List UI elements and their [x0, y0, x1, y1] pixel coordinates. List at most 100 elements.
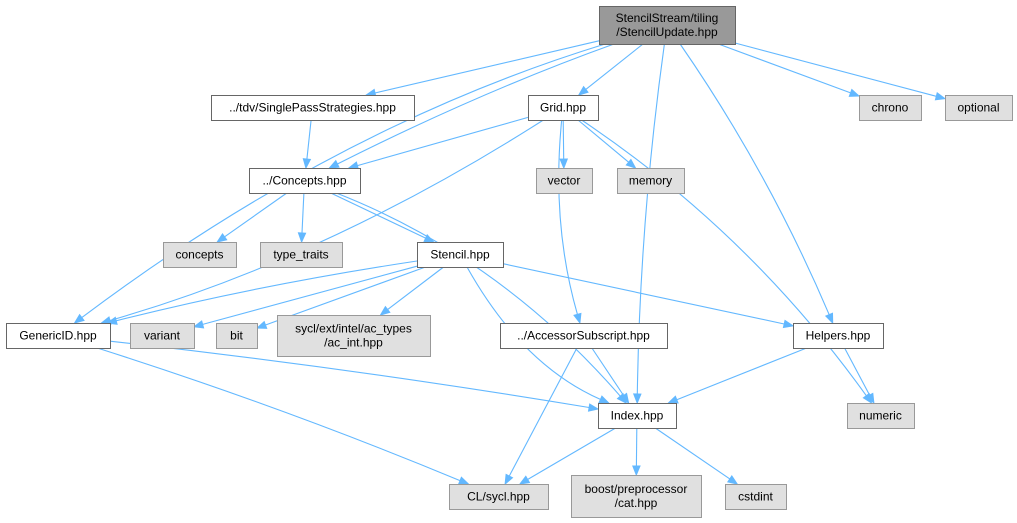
edge-accessor_subscript-to-index [591, 347, 630, 405]
edge-arrowhead [573, 312, 582, 325]
edge-grid-to-numeric [581, 119, 873, 405]
node-boost-cat: boost/preprocessor/cat.hpp [571, 475, 702, 518]
edge-arrowhead [598, 395, 610, 404]
node-box [277, 315, 431, 357]
node-label-line: Index.hpp [611, 409, 664, 423]
node-memory: memory [617, 168, 685, 194]
node-ac-int: sycl/ext/intel/ac_types/ac_int.hpp [277, 315, 431, 357]
node-box [260, 242, 343, 268]
edge-arrowhead [577, 85, 589, 96]
node-generic-id[interactable]: GenericID.hpp [6, 323, 111, 349]
node-box [859, 95, 922, 121]
edge-arrowhead [632, 393, 642, 405]
node-label-line: CL/sycl.hpp [467, 490, 530, 504]
edge-arrowhead [192, 320, 205, 329]
node-label-line: /ac_int.hpp [324, 336, 383, 350]
node-box [571, 475, 702, 518]
edge-line [387, 266, 444, 311]
edge-arrowhead [726, 474, 739, 485]
node-box [793, 323, 884, 349]
edge-arrowhead [302, 158, 312, 170]
node-accessor-subscript[interactable]: ../AccessorSubscript.hpp [500, 323, 668, 349]
node-label-line: GenericID.hpp [19, 329, 97, 343]
node-label-line: cstdint [738, 490, 773, 504]
edge-line [581, 119, 867, 397]
edge-arrowhead [504, 473, 514, 486]
edge-single_pass-to-concepts_hpp [302, 119, 312, 170]
edge-stencil_update-to-concepts_hpp [328, 43, 615, 169]
node-box [211, 95, 415, 121]
edge-arrowhead [667, 395, 679, 404]
edge-line [337, 43, 615, 165]
edge-line [734, 42, 937, 97]
edge-arrowhead [255, 320, 268, 329]
node-label-line: vector [548, 174, 581, 188]
edge-arrowhead [619, 392, 630, 405]
edge-arrowhead [848, 88, 861, 97]
edge-line [718, 43, 851, 94]
edge-stencil_update-to-optional [734, 42, 947, 101]
edge-helpers-to-index [667, 347, 807, 404]
edge-arrowhead [587, 403, 600, 412]
edge-line [502, 263, 785, 325]
edge-line [558, 119, 578, 315]
edge-stencil_update-to-generic_id [73, 43, 606, 324]
edge-arrowhead [297, 232, 307, 244]
node-label-line: memory [629, 174, 672, 188]
edge-concepts_hpp-to-type_traits [297, 192, 307, 244]
edge-generic_id-to-cl_sycl [97, 347, 470, 485]
edge-line [81, 43, 606, 319]
edge-line [97, 347, 461, 482]
edge-index-to-cstdint [654, 427, 739, 485]
edge-stencil_hpp-to-helpers [502, 263, 795, 329]
node-stencil-update[interactable]: StencilStream/tiling/StencilUpdate.hpp [599, 6, 736, 45]
node-label-line: numeric [859, 409, 902, 423]
node-label-line: sycl/ext/intel/ac_types [295, 322, 412, 336]
node-box [945, 95, 1013, 121]
node-numeric: numeric [847, 403, 915, 429]
node-box [249, 168, 361, 194]
node-box [449, 484, 549, 510]
edge-arrowhead [632, 465, 641, 477]
node-label-line: concepts [175, 248, 223, 262]
node-optional: optional [945, 95, 1013, 121]
edge-stencil_update-to-index [632, 43, 665, 405]
node-box [599, 6, 736, 45]
edge-grid-to-memory [577, 119, 637, 169]
node-cl-sycl: CL/sycl.hpp [449, 484, 549, 510]
edge-line [306, 119, 312, 160]
edge-arrowhead [347, 161, 360, 170]
node-box [216, 323, 258, 349]
node-concepts-hpp[interactable]: ../Concepts.hpp [249, 168, 361, 194]
edge-line [109, 119, 544, 322]
edge-index-to-boost_cat [632, 427, 641, 477]
node-chrono: chrono [859, 95, 922, 121]
nodes-layer: StencilStream/tiling/StencilUpdate.hpp..… [6, 6, 1013, 518]
node-single-pass[interactable]: ../tdv/SinglePassStrategies.hpp [211, 95, 415, 121]
edge-line [301, 192, 305, 234]
edge-line [577, 119, 629, 163]
edge-line [116, 260, 418, 322]
node-index[interactable]: Index.hpp [598, 403, 677, 429]
node-stencil-hpp[interactable]: Stencil.hpp [417, 242, 504, 268]
node-label-line: type_traits [273, 248, 328, 262]
edge-line [527, 427, 616, 480]
edges-layer [73, 40, 947, 486]
node-grid[interactable]: Grid.hpp [528, 95, 599, 121]
node-helpers[interactable]: Helpers.hpp [793, 323, 884, 349]
edge-line [224, 192, 288, 238]
edge-line [591, 347, 625, 396]
node-box [130, 323, 195, 349]
edge-concepts_hpp-to-stencil_hpp [330, 192, 435, 243]
edge-stencil_update-to-chrono [718, 43, 861, 97]
edge-line [585, 43, 644, 90]
node-box [6, 323, 111, 349]
edge-arrowhead [106, 316, 118, 325]
edge-arrowhead [625, 158, 637, 169]
edge-line [679, 43, 830, 315]
node-label-line: chrono [872, 101, 909, 115]
node-label-line: Helpers.hpp [806, 329, 871, 343]
edge-line [374, 40, 600, 94]
node-variant: variant [130, 323, 195, 349]
